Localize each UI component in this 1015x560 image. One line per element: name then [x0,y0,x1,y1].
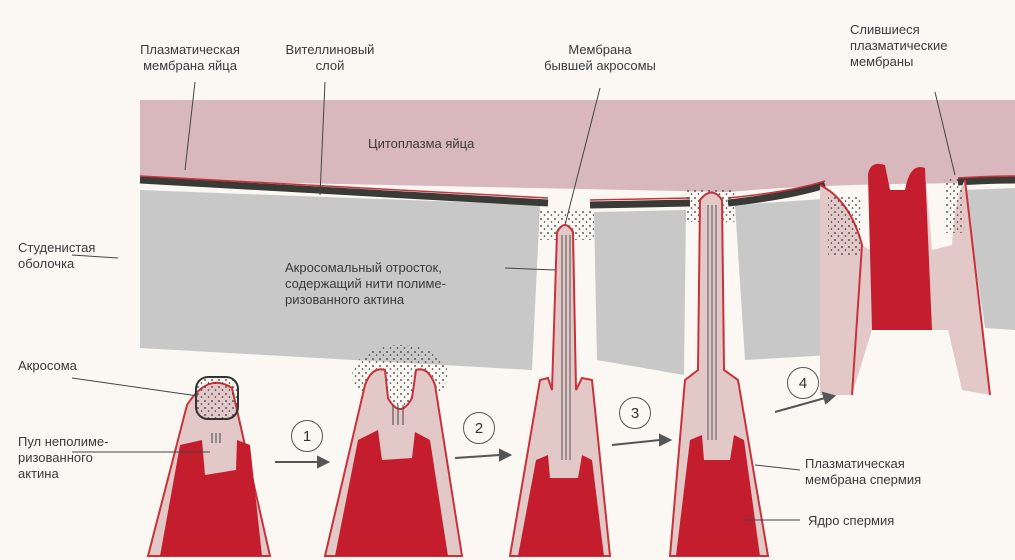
sperm-stage-0 [148,377,270,556]
label-vitelline-layer: Вителлиновый слой [270,42,390,74]
label-sperm-plasma-membrane: Плазматическая мембрана спермия [805,456,975,488]
sperm-stage-1 [325,345,462,556]
acrosome-vesicle [196,377,238,419]
label-former-acrosome-membrane: Мембрана бывшей акросомы [525,42,675,74]
label-jelly-coat: Студенистая оболочка [18,240,128,272]
label-egg-cytoplasm: Цитоплазма яйца [368,136,518,152]
step-marker-2: 2 [463,412,495,444]
label-sperm-nucleus: Ядро спермия [808,513,948,529]
label-actin-pool: Пул неполиме- ризованного актина [18,434,138,482]
step-marker-4: 4 [787,367,819,399]
label-egg-plasma-membrane: Плазматическая мембрана яйца [125,42,255,74]
sperm-stage-fused [820,164,990,395]
label-acrosome: Акросома [18,358,118,374]
step-marker-1: 1 [291,420,323,452]
label-fused-membranes: Слившиеся плазматические мембраны [850,22,1000,70]
label-acrosomal-process: Акросомальный отросток, содержащий нити … [285,260,525,308]
step-marker-3: 3 [619,397,651,429]
